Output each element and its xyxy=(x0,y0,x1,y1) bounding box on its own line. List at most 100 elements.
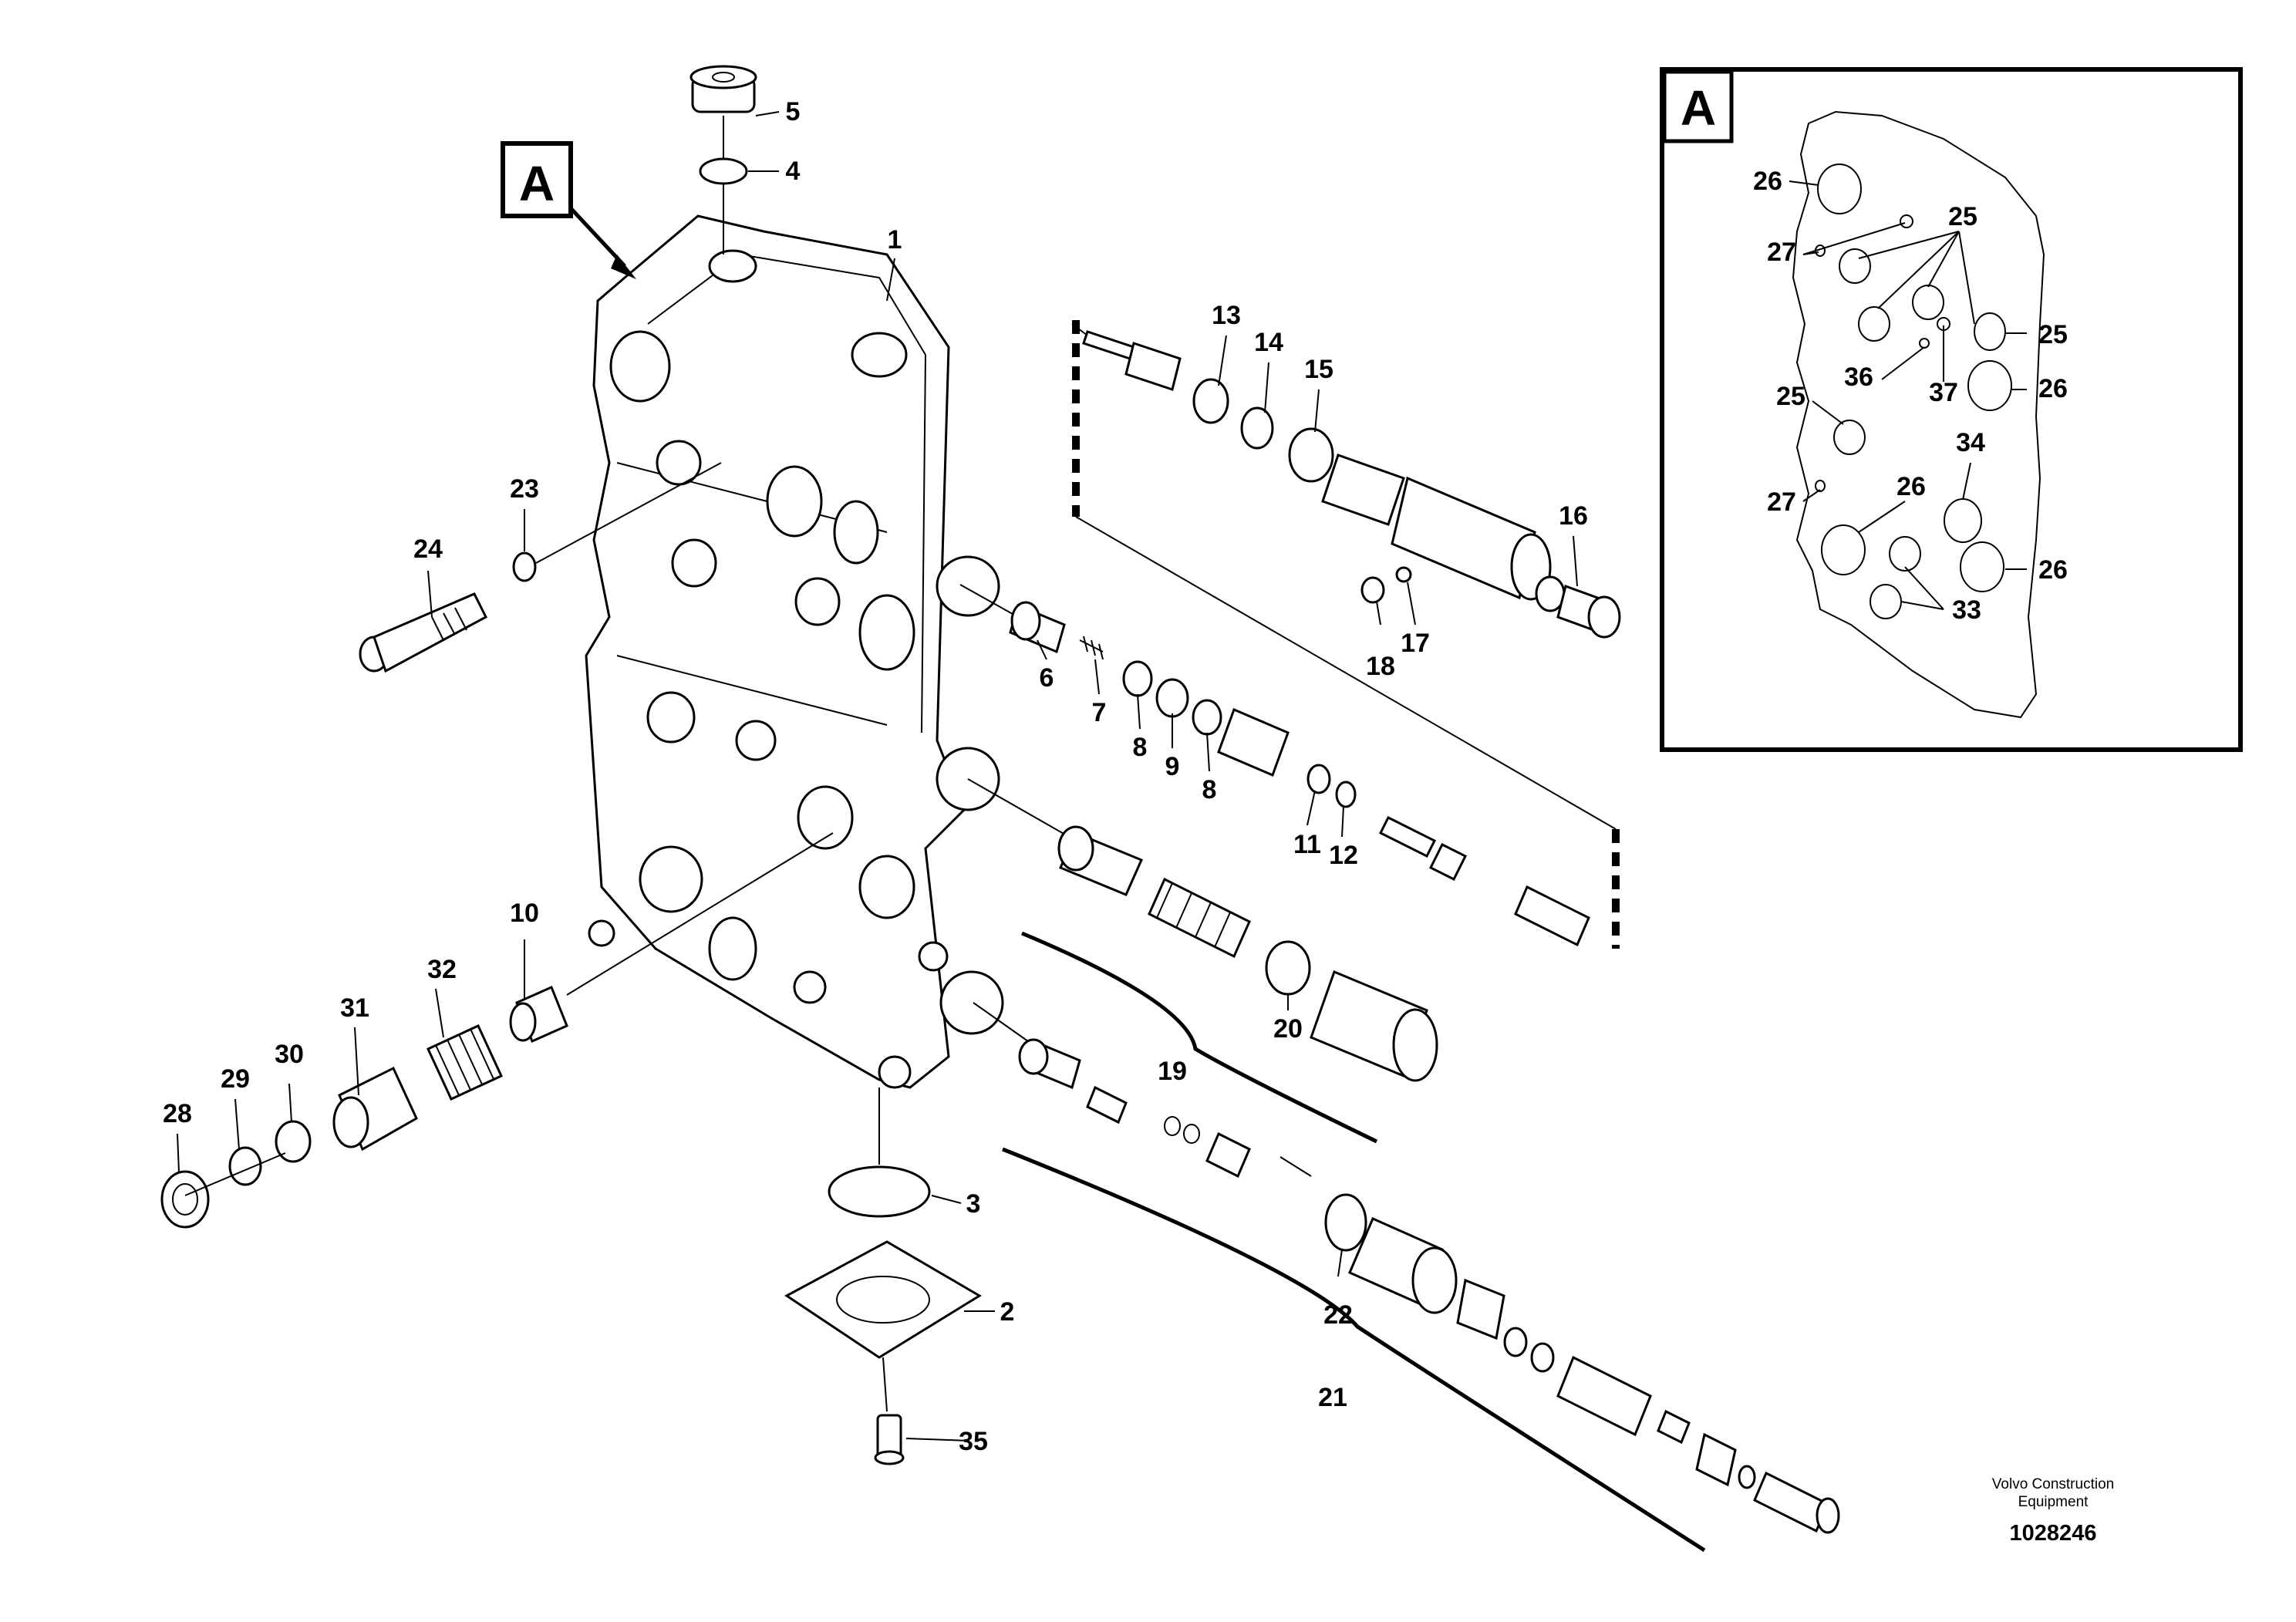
callout-10: 10 xyxy=(510,899,539,928)
ring-8a xyxy=(1122,660,1153,697)
plug-28 xyxy=(160,1170,210,1229)
inset-callout-36: 36 xyxy=(1844,363,1873,392)
ring-14 xyxy=(1240,406,1274,450)
callout-9: 9 xyxy=(1165,752,1180,781)
view-marker-letter: A xyxy=(519,156,555,211)
ring-29 xyxy=(228,1146,262,1186)
callout-31: 31 xyxy=(340,993,369,1023)
spool-15-16 xyxy=(1321,454,1552,601)
nut-21-b xyxy=(1695,1432,1737,1487)
dashed-bracket-upper xyxy=(1072,320,1620,949)
view-marker-a: A xyxy=(501,141,636,279)
callout-19: 19 xyxy=(1158,1057,1187,1086)
callout-5: 5 xyxy=(786,97,801,126)
ring-8b xyxy=(1192,699,1222,736)
inset-callout-25-left: 25 xyxy=(1776,382,1805,411)
callout-2: 2 xyxy=(1000,1297,1015,1327)
callout-20: 20 xyxy=(1273,1014,1303,1044)
callout-30: 30 xyxy=(275,1040,304,1069)
o-ring-3 xyxy=(828,1165,931,1218)
callout-6: 6 xyxy=(1040,663,1054,693)
plug-5 xyxy=(689,65,757,113)
nut-21 xyxy=(1456,1278,1505,1340)
document-number: 1028246 xyxy=(2010,1521,2097,1546)
ball-17 xyxy=(1395,566,1412,583)
callout-1: 1 xyxy=(888,225,902,255)
callout-23: 23 xyxy=(510,474,539,504)
callout-21: 21 xyxy=(1318,1383,1347,1412)
bracket-19 xyxy=(1021,931,1378,1144)
plate-2 xyxy=(784,1240,982,1359)
valve-21-a xyxy=(1018,1038,1081,1090)
spring-19 xyxy=(1148,877,1251,959)
credit-line-2: Equipment xyxy=(2018,1494,2089,1510)
callout-13: 13 xyxy=(1212,301,1241,330)
valve-stem-middle xyxy=(1378,815,1468,882)
fitting-22 xyxy=(1348,1217,1458,1314)
o-ring-11 xyxy=(1306,764,1331,794)
o-ring-15 xyxy=(1288,427,1334,483)
plug-18 xyxy=(1360,576,1385,604)
callout-11: 11 xyxy=(1293,830,1321,859)
callout-15: 15 xyxy=(1304,355,1333,384)
valve-body xyxy=(585,214,1004,1089)
leader-lines xyxy=(177,111,1578,1442)
ring-12 xyxy=(1335,781,1357,808)
callouts-inset: 25 25 25 26 26 26 26 27 27 33 34 36 37 xyxy=(1753,167,2068,625)
plug-16 xyxy=(1556,585,1621,639)
o-ring-9 xyxy=(1155,678,1189,718)
plug-6 xyxy=(1009,601,1066,654)
inset-marker-letter: A xyxy=(1681,80,1716,136)
inset-callout-25-right: 25 xyxy=(2038,320,2068,349)
plug-21 xyxy=(1753,1471,1840,1534)
callout-16: 16 xyxy=(1559,501,1588,531)
callout-8b: 8 xyxy=(1202,775,1217,804)
inset-view-a: A xyxy=(1660,67,2243,752)
callout-24: 24 xyxy=(413,534,443,564)
callout-32: 32 xyxy=(427,955,457,984)
o-ring-22 xyxy=(1324,1193,1367,1252)
inset-callout-26-top: 26 xyxy=(1753,167,1782,196)
callout-12: 12 xyxy=(1329,841,1358,870)
credit-line-1: Volvo Construction xyxy=(1992,1476,2114,1492)
bolt-24 xyxy=(359,592,487,673)
inset-callout-26-right-upper: 26 xyxy=(2038,374,2068,403)
spring-32 xyxy=(426,1024,503,1101)
inset-callout-27-top: 27 xyxy=(1767,238,1796,267)
inset-callout-33: 33 xyxy=(1952,595,1981,625)
spool-13 xyxy=(1082,330,1182,391)
callout-14: 14 xyxy=(1254,328,1283,357)
cap-31 xyxy=(332,1066,418,1152)
callout-7: 7 xyxy=(1092,698,1107,727)
plug-10 xyxy=(509,985,568,1044)
inset-callout-25-top: 25 xyxy=(1948,202,1977,231)
spool-middle xyxy=(1217,707,1290,777)
callouts-main: 1 2 3 4 5 6 7 8 9 8 10 11 12 13 14 15 16… xyxy=(163,97,1588,1456)
callout-17: 17 xyxy=(1401,629,1430,658)
o-ring-30 xyxy=(275,1120,312,1163)
washer-23 xyxy=(512,551,537,582)
inset-callout-27-bottom: 27 xyxy=(1767,487,1796,517)
callout-18: 18 xyxy=(1366,652,1395,681)
plug-20 xyxy=(1310,970,1438,1082)
small-parts-21 xyxy=(1086,1085,1312,1179)
callout-8a: 8 xyxy=(1133,733,1148,762)
callout-22: 22 xyxy=(1323,1300,1353,1330)
o-ring-13 xyxy=(1192,378,1229,424)
callout-29: 29 xyxy=(221,1064,250,1094)
piston-19 xyxy=(1057,825,1143,896)
valve-21-b xyxy=(1556,1355,1652,1437)
screw-35 xyxy=(874,1414,905,1465)
inset-callout-34: 34 xyxy=(1956,428,1985,457)
inset-leader-lines xyxy=(1789,180,2027,610)
spring-7 xyxy=(1079,636,1104,660)
callout-28: 28 xyxy=(163,1099,192,1128)
spring-middle xyxy=(1514,885,1590,947)
callout-3: 3 xyxy=(966,1189,981,1219)
inset-callout-26-middle: 26 xyxy=(1896,472,1926,501)
inset-callout-37: 37 xyxy=(1929,378,1958,407)
callout-35: 35 xyxy=(959,1427,988,1456)
bracket-21 xyxy=(1002,1147,1706,1553)
callout-4: 4 xyxy=(786,157,801,186)
